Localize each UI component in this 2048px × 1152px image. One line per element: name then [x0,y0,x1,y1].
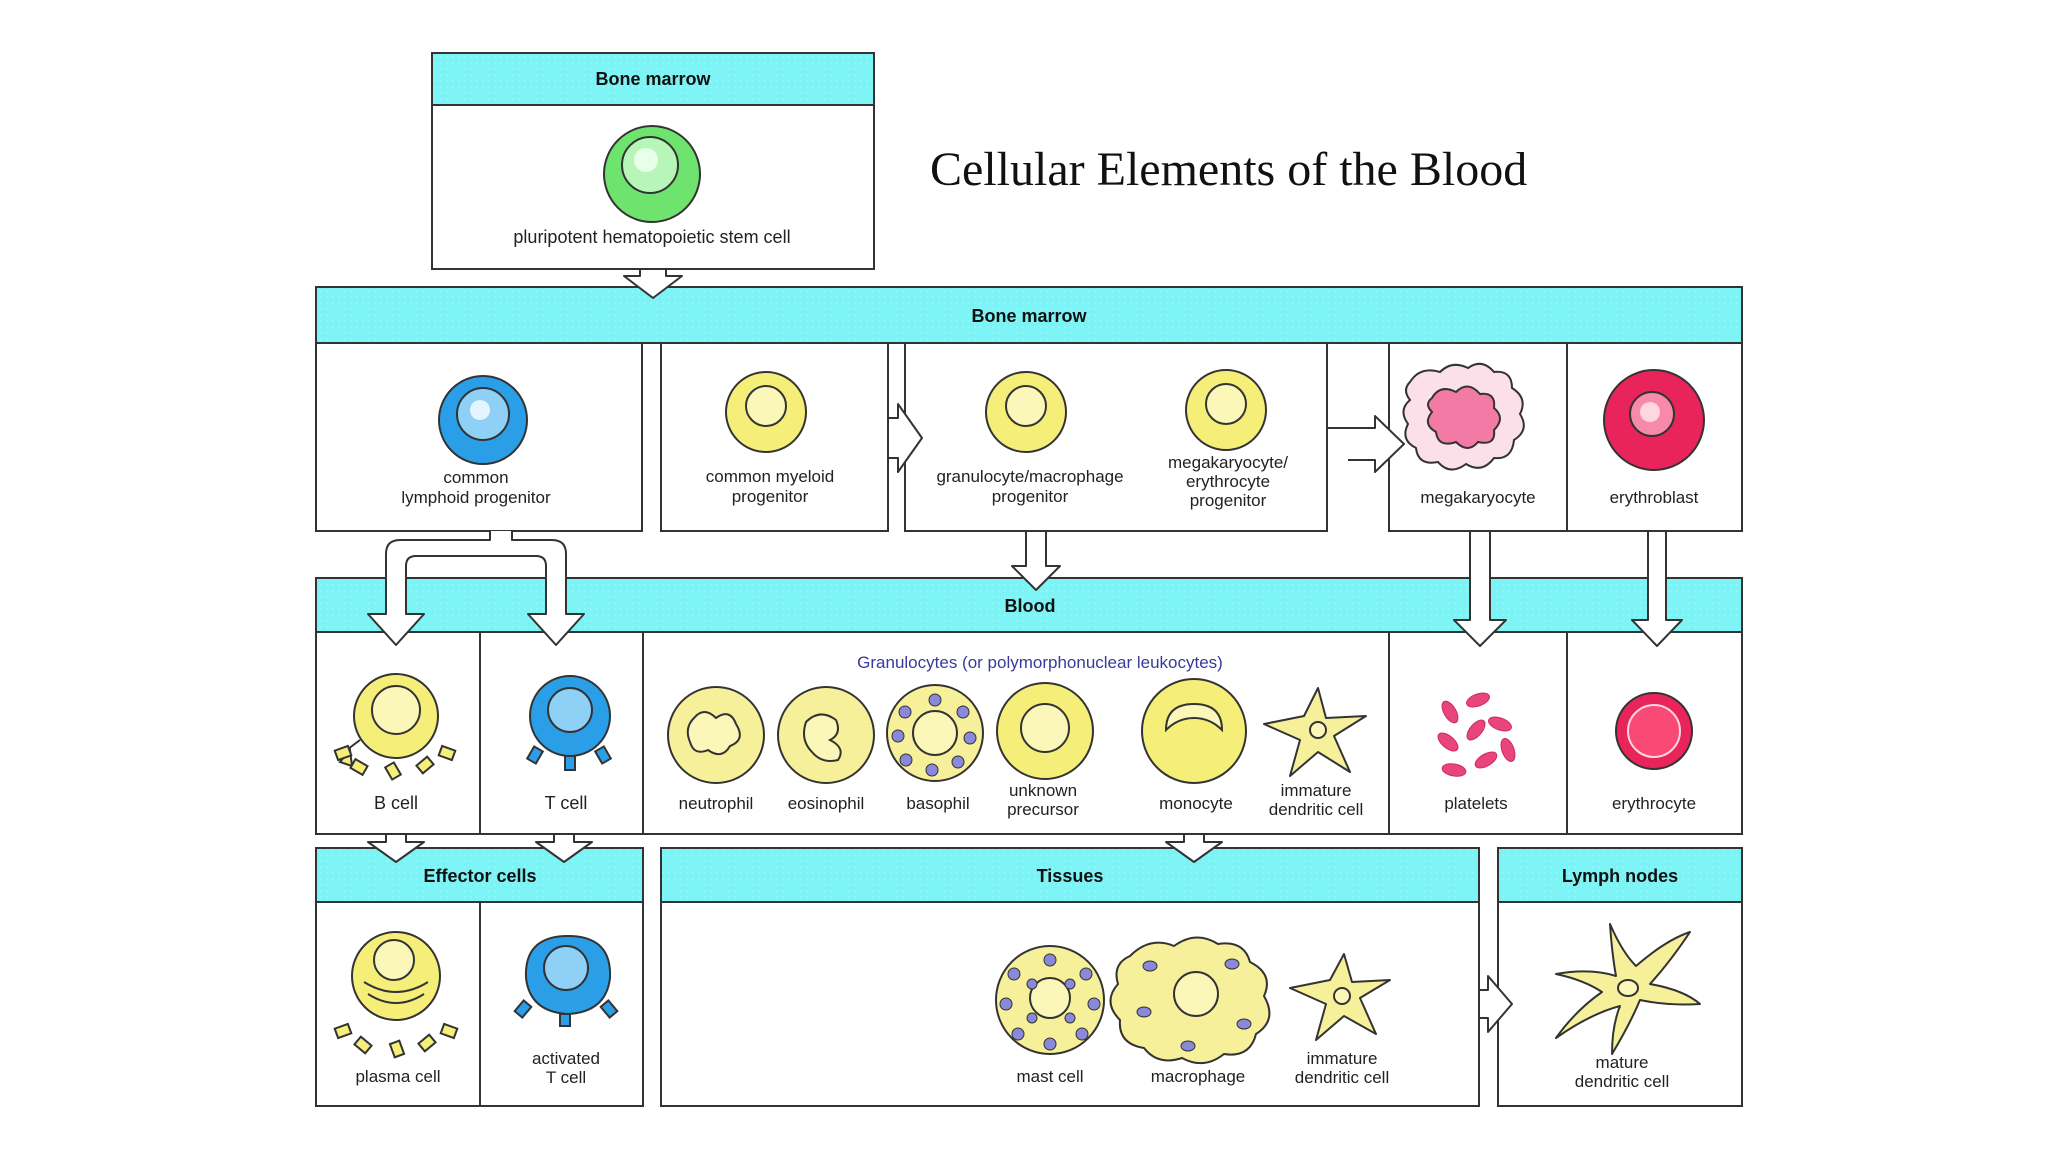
arrow-megakaryocyte-platelets [1453,530,1507,647]
macrophage-icon [1109,936,1271,1065]
monocyte-icon [1141,678,1247,784]
neutrophil-icon [667,686,765,784]
label-mep-line3: progenitor [1190,491,1267,510]
header-lymph-nodes: Lymph nodes [1562,866,1678,886]
label-mep-line2: erythrocyte [1186,472,1270,491]
label-granulocytes: Granulocytes (or polymorphonuclear leuko… [857,653,1223,672]
label-neutrophil: neutrophil [679,794,754,813]
platelets-icon [1437,692,1516,777]
header-blood: Blood [1005,596,1056,616]
common-lymphoid-progenitor-icon [438,375,528,465]
b-cell-icon [333,673,457,781]
label-tissue-dc-line2: dendritic cell [1295,1068,1390,1087]
label-unknown-line1: unknown [1009,781,1077,800]
mature-dendritic-cell-icon [1555,923,1701,1055]
stem-cell-icon [603,125,701,223]
arrow-cmp-right [887,403,923,473]
header-bone-marrow: Bone marrow [971,306,1087,326]
common-myeloid-progenitor-icon [725,371,807,453]
label-platelets: platelets [1444,794,1507,813]
arrow-mep-megakaryocyte [1326,343,1405,473]
label-immature-dc-line2: dendritic cell [1269,800,1364,819]
label-t-cell: T cell [545,793,588,813]
label-cmp-line2: progenitor [732,487,809,506]
label-mature-dc-line1: mature [1596,1053,1649,1072]
label-immature-dc-line1: immature [1281,781,1352,800]
label-stem-cell: pluripotent hematopoietic stem cell [513,227,790,247]
label-mast-cell: mast cell [1016,1067,1083,1086]
mast-cell-icon [995,945,1105,1055]
header-effector-cells: Effector cells [423,866,536,886]
erythroblast-icon [1603,369,1705,471]
arrow-clp-branch [367,531,585,646]
header-tissues: Tissues [1037,866,1104,886]
label-monocyte: monocyte [1159,794,1233,813]
label-erythroblast: erythroblast [1610,488,1699,507]
arrow-tcell-effector [535,833,593,863]
plasma-cell-icon [333,931,459,1059]
label-plasma-cell: plasma cell [355,1067,440,1086]
label-macrophage: macrophage [1151,1067,1246,1086]
header-bone-marrow-top: Bone marrow [595,69,711,89]
label-mature-dc-line2: dendritic cell [1575,1072,1670,1091]
label-gmp-line1: granulocyte/macrophage [936,467,1123,486]
tissue-immature-dendritic-cell-icon [1289,953,1391,1041]
arrow-stem-down [623,268,683,299]
granulocyte-macrophage-progenitor-icon [985,371,1067,453]
label-clp-line1: common [443,468,508,487]
arrow-gmp-blood [1011,530,1061,591]
label-erythrocyte: erythrocyte [1612,794,1696,813]
erythrocyte-icon [1615,692,1693,770]
megakaryocyte-icon [1402,362,1525,471]
label-unknown-line2: precursor [1007,800,1079,819]
label-b-cell: B cell [374,793,418,813]
immature-dendritic-cell-icon [1263,687,1367,777]
activated-t-cell-icon [513,934,619,1027]
label-tissue-dc-line1: immature [1307,1049,1378,1068]
label-activated-t-line1: activated [532,1049,600,1068]
label-gmp-line2: progenitor [992,487,1069,506]
t-cell-icon [525,675,613,771]
arrow-bcell-effector [367,833,425,863]
label-basophil: basophil [906,794,969,813]
stem-cell-box: Bone marrow pluripotent hematopoietic st… [431,52,875,270]
label-activated-t-line2: T cell [546,1068,586,1087]
unknown-precursor-icon [996,682,1094,780]
blood-row: Blood [315,577,1743,835]
arrow-blood-tissues [1165,833,1223,863]
arrow-tissues-lymph [1478,975,1513,1033]
label-mep-line1: megakaryocyte/ [1168,453,1288,472]
label-megakaryocyte: megakaryocyte [1420,488,1535,507]
label-cmp-line1: common myeloid [706,467,835,486]
eosinophil-icon [777,686,875,784]
arrows [367,268,1683,1033]
arrow-erythroblast-erythrocyte [1631,530,1683,647]
basophil-icon [886,684,984,782]
diagram-title: Cellular Elements of the Blood [930,143,1527,196]
megakaryocyte-erythrocyte-progenitor-icon [1185,369,1267,451]
label-clp-line2: lymphoid progenitor [401,488,551,507]
label-eosinophil: eosinophil [788,794,865,813]
